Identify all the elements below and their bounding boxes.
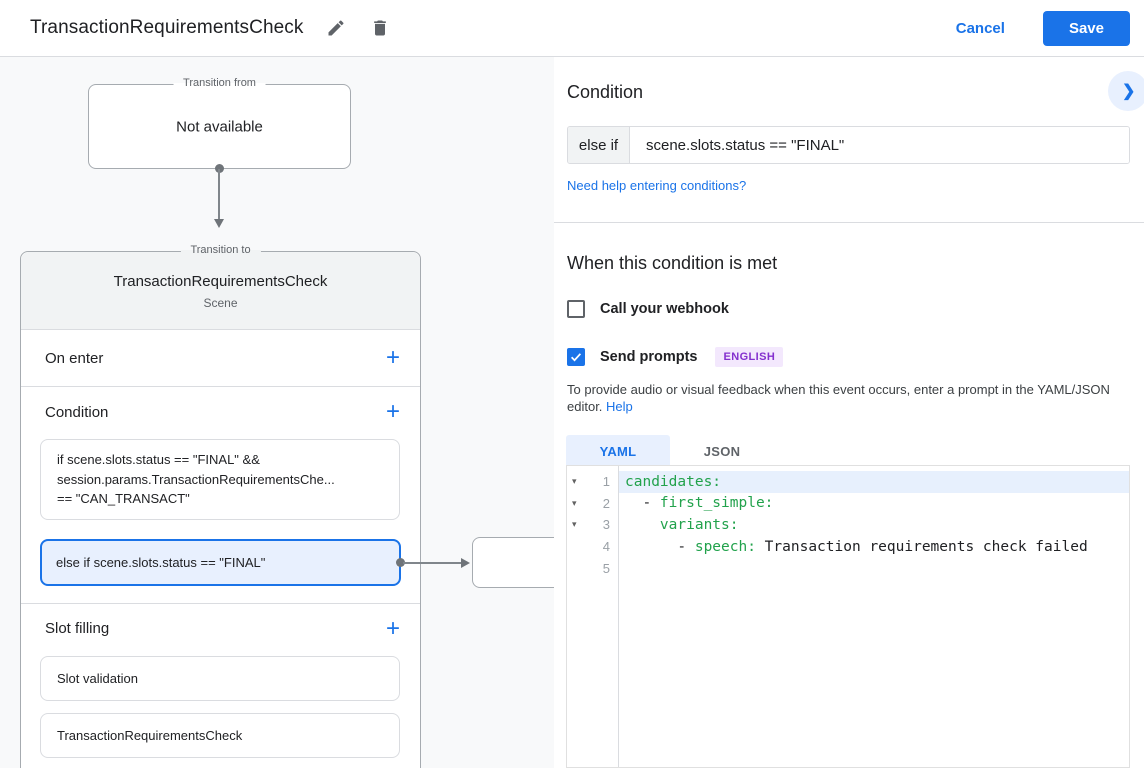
editor-gutter: ▾ 1	[567, 471, 618, 493]
editor-line-5: 5	[567, 557, 1129, 579]
transition-target-box[interactable]	[472, 537, 554, 588]
yaml-code-editor[interactable]: ▾ 1 candidates: ▾ 2 - first_simple: ▾ 3 …	[566, 465, 1130, 768]
editor-gutter: 5	[567, 557, 618, 579]
fold-arrow-icon[interactable]: ▾	[572, 519, 577, 530]
edit-icon[interactable]	[326, 17, 348, 39]
fold-arrow-icon[interactable]: ▾	[572, 497, 577, 508]
tab-json[interactable]: JSON	[703, 444, 741, 459]
call-webhook-checkbox[interactable]	[567, 300, 585, 318]
webhook-row: Call your webhook	[567, 300, 1144, 318]
editor-gutter: 4	[567, 536, 618, 558]
scene-card-header[interactable]: TransactionRequirementsCheck Scene	[21, 252, 420, 330]
editor-line-4: 4 - speech: Transaction requirements che…	[567, 536, 1129, 558]
connector-dot	[215, 164, 224, 173]
yaml-key: variants:	[659, 516, 739, 533]
connector-line-vertical	[218, 169, 220, 219]
language-badge: ENGLISH	[715, 347, 784, 367]
transition-from-legend: Transition from	[173, 77, 266, 89]
code-line[interactable]: variants:	[618, 514, 1129, 536]
on-enter-label: On enter	[45, 349, 104, 367]
transition-to-card: Transition to TransactionRequirementsChe…	[20, 244, 421, 768]
code-line[interactable]: - speech: Transaction requirements check…	[618, 536, 1129, 558]
condition-detail-panel: ❯ Condition else if Need help entering c…	[554, 57, 1144, 768]
chevron-right-icon: ❯	[1122, 83, 1136, 100]
editor-gutter: ▾ 3	[567, 514, 618, 536]
condition-input-row: else if	[567, 126, 1130, 164]
app-header: TransactionRequirementsCheck Cancel Save	[0, 0, 1144, 57]
yaml-key: candidates:	[625, 473, 722, 490]
connector-dot-right	[396, 558, 405, 567]
on-enter-section[interactable]: On enter +	[21, 330, 420, 387]
scene-card-title: TransactionRequirementsCheck	[113, 273, 328, 290]
delete-icon[interactable]	[370, 17, 392, 39]
arrow-down-icon	[214, 219, 224, 228]
editor-line-3: ▾ 3 variants:	[567, 514, 1129, 536]
send-prompts-row: Send prompts ENGLISH	[567, 347, 1144, 367]
scene-card-subtitle: Scene	[203, 296, 238, 310]
condition-item-2-selected[interactable]: else if scene.slots.status == "FINAL"	[40, 538, 401, 586]
editor-line-1: ▾ 1 candidates:	[567, 471, 1129, 493]
line-number: 3	[602, 517, 610, 533]
condition-1-line-3: == "CAN_TRANSACT"	[57, 491, 190, 506]
code-line[interactable]	[618, 557, 1129, 579]
panel-title: Condition	[567, 82, 644, 102]
condition-item-1[interactable]: if scene.slots.status == "FINAL" && sess…	[40, 439, 400, 520]
page-title: TransactionRequirementsCheck	[30, 17, 304, 38]
conditions-help-link[interactable]: Need help entering conditions?	[567, 178, 747, 193]
call-webhook-label: Call your webhook	[600, 301, 729, 317]
tab-yaml[interactable]: YAML	[566, 435, 670, 468]
slot-validation-item[interactable]: Slot validation	[40, 655, 400, 701]
editor-tabs: YAML JSON	[566, 435, 1144, 468]
condition-label-row: Condition +	[21, 387, 420, 434]
transition-to-legend: Transition to	[180, 244, 261, 256]
condition-1-line-2: session.params.TransactionRequirementsCh…	[57, 471, 335, 487]
prompt-description: To provide audio or visual feedback when…	[567, 381, 1130, 415]
line-number: 2	[602, 495, 610, 511]
transition-from-box[interactable]: Transition from Not available	[88, 77, 351, 169]
send-prompts-checkbox[interactable]	[567, 348, 585, 366]
prompt-description-text: To provide audio or visual feedback when…	[567, 382, 1110, 414]
yaml-punct: -	[625, 538, 695, 555]
line-number: 1	[602, 474, 610, 490]
editor-line-2: ▾ 2 - first_simple:	[567, 493, 1129, 515]
condition-section-label: Condition	[45, 403, 109, 421]
yaml-punct	[625, 517, 660, 533]
cancel-button[interactable]: Cancel	[955, 19, 1005, 37]
collapse-panel-button[interactable]: ❯	[1108, 71, 1144, 111]
checkmark-icon	[571, 353, 582, 362]
fold-arrow-icon[interactable]: ▾	[572, 476, 577, 487]
slot-filling-label: Slot filling	[45, 620, 110, 637]
prompt-help-link[interactable]: Help	[606, 399, 633, 414]
slot-transaction-item[interactable]: TransactionRequirementsCheck	[40, 712, 400, 758]
connector-line-horizontal	[403, 562, 463, 564]
when-condition-met-title: When this condition is met	[567, 253, 778, 273]
condition-section: Condition + if scene.slots.status == "FI…	[21, 387, 420, 604]
condition-1-line-1: if scene.slots.status == "FINAL" &&	[57, 452, 260, 467]
condition-prefix: else if	[568, 127, 630, 163]
add-condition-icon[interactable]: +	[385, 398, 400, 425]
yaml-key: speech:	[694, 538, 756, 555]
panel-divider	[554, 222, 1144, 223]
arrow-right-icon	[461, 558, 470, 568]
condition-expression-input[interactable]	[630, 127, 1129, 163]
yaml-key: first_simple:	[659, 495, 774, 512]
line-number: 4	[602, 539, 610, 555]
line-number: 5	[602, 560, 610, 576]
code-line[interactable]: - first_simple:	[618, 493, 1129, 515]
gutter-border	[618, 466, 619, 767]
transition-from-content: Not available	[176, 118, 263, 135]
yaml-value: Transaction requirements check failed	[755, 538, 1088, 555]
slot-filling-label-row: Slot filling +	[21, 604, 420, 651]
code-line-active[interactable]: candidates:	[618, 471, 1129, 493]
add-on-enter-icon[interactable]: +	[385, 344, 400, 371]
yaml-punct: -	[625, 495, 660, 512]
scene-diagram-canvas: Transition from Not available Transition…	[0, 57, 554, 768]
save-button[interactable]: Save	[1042, 10, 1130, 46]
send-prompts-label: Send prompts	[600, 349, 698, 365]
add-slot-icon[interactable]: +	[385, 614, 400, 642]
editor-gutter: ▾ 2	[567, 493, 618, 515]
